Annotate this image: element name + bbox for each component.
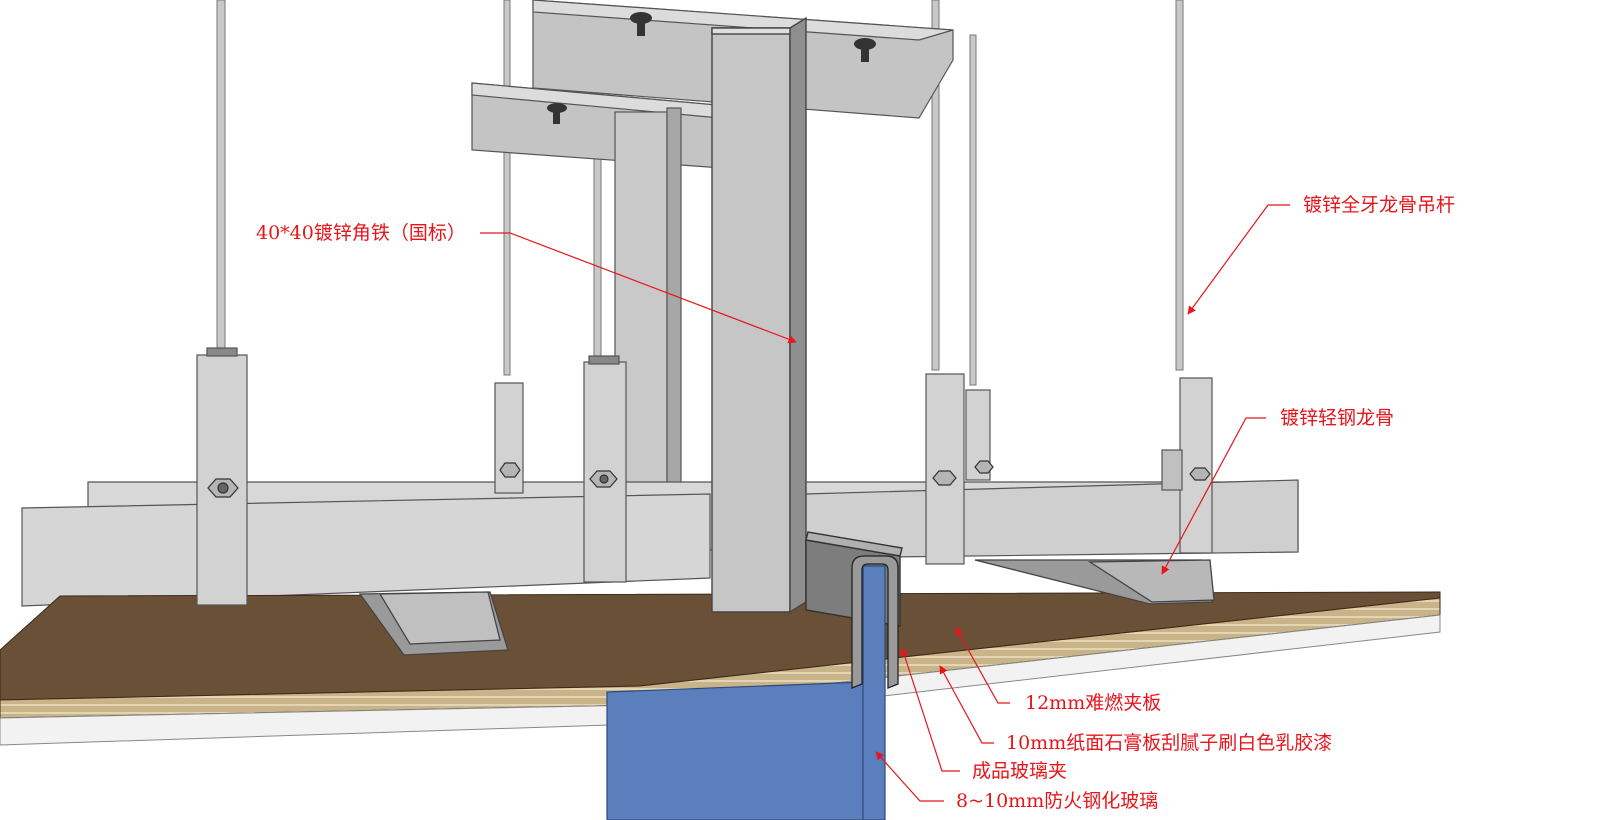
main-angle-iron [711,16,807,614]
label-light-steel-keel: 镀锌轻钢龙骨 [1280,407,1395,429]
label-glass: 8~10mm防火钢化玻璃 [956,790,1159,812]
label-plywood: 12mm难燃夹板 [1025,692,1162,714]
hanger-rods [216,0,1184,386]
light-steel-keel-channels [358,559,1215,656]
plate-bolts [547,12,876,124]
label-angle-iron: 40*40镀锌角铁（国标） [256,222,466,244]
leader-lines [480,204,1290,802]
glass-clip-profile [851,555,899,689]
label-gypsum-board: 10mm纸面石膏板刮腻子刷白色乳胶漆 [1006,732,1333,754]
label-glass-clip: 成品玻璃夹 [972,760,1068,782]
bracket-nuts [207,460,1211,498]
hanger-brackets [196,347,1213,606]
label-hanger-rod: 镀锌全牙龙骨吊杆 [1303,194,1456,216]
